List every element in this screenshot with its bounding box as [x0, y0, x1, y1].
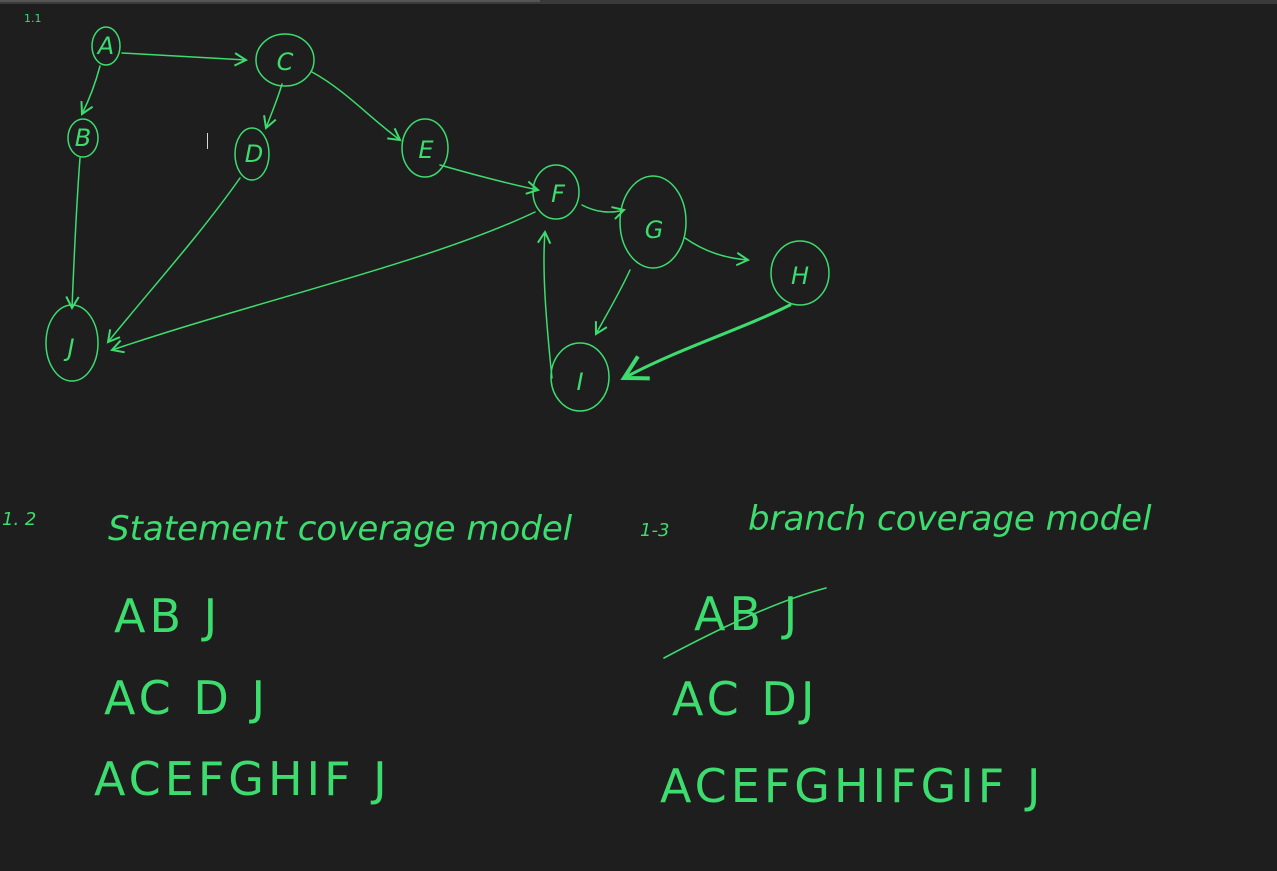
node-j: J — [45, 304, 99, 382]
node-h-label: H — [791, 262, 809, 290]
node-c-label: C — [277, 48, 294, 76]
text-cursor — [207, 133, 208, 149]
edge-d-j — [106, 177, 241, 344]
edge-g-h — [684, 237, 751, 267]
branch-coverage-heading: branch coverage model — [748, 499, 1152, 539]
statement-coverage-heading: Statement coverage model — [108, 509, 573, 549]
node-j-label: J — [63, 334, 74, 362]
node-d: D — [234, 127, 270, 181]
graph-nodes: A C B D E F G H — [45, 26, 830, 412]
node-i-label: I — [576, 368, 583, 396]
edge-g-i — [594, 269, 631, 336]
node-b: B — [67, 118, 99, 158]
edge-c-e — [311, 71, 402, 142]
branch-path-1-strikethrough — [663, 587, 827, 659]
branch-path-2: AC DJ — [672, 672, 818, 726]
branch-path-1: AB J — [694, 587, 801, 641]
window-tab-indicator — [0, 0, 540, 2]
window-top-bar — [0, 0, 1277, 4]
graph-edges — [65, 52, 792, 381]
branch-path-3: ACEFGHIFGIF J — [660, 759, 1044, 813]
section-label-1-1: 1.1 — [24, 12, 42, 25]
node-b-label: B — [75, 124, 91, 152]
section-label-1-2: 1. 2 — [2, 509, 36, 530]
statement-path-1: AB J — [114, 589, 221, 643]
edge-b-j — [65, 157, 81, 311]
edge-h-i — [620, 303, 792, 381]
node-e: E — [401, 118, 449, 178]
edge-c-d — [263, 83, 283, 130]
statement-path-2: AC D J — [104, 671, 269, 725]
section-label-1-3: 1-3 — [640, 520, 669, 541]
node-i: I — [550, 342, 610, 412]
edge-f-j — [110, 211, 536, 354]
node-d-label: D — [245, 140, 263, 168]
edge-a-b — [80, 65, 101, 116]
node-g-label: G — [645, 216, 664, 244]
node-f: F — [532, 164, 580, 220]
edge-f-g — [581, 204, 626, 220]
node-c: C — [255, 33, 315, 87]
edge-a-c — [121, 52, 249, 67]
node-a: A — [91, 26, 121, 66]
node-a-label: A — [96, 32, 114, 60]
node-e-label: E — [418, 136, 434, 164]
edge-e-f — [439, 164, 541, 195]
statement-path-3: ACEFGHIF J — [94, 752, 391, 806]
edge-i-f — [537, 229, 553, 379]
node-g: G — [619, 175, 687, 269]
node-h: H — [770, 240, 830, 306]
node-f-label: F — [551, 180, 566, 208]
